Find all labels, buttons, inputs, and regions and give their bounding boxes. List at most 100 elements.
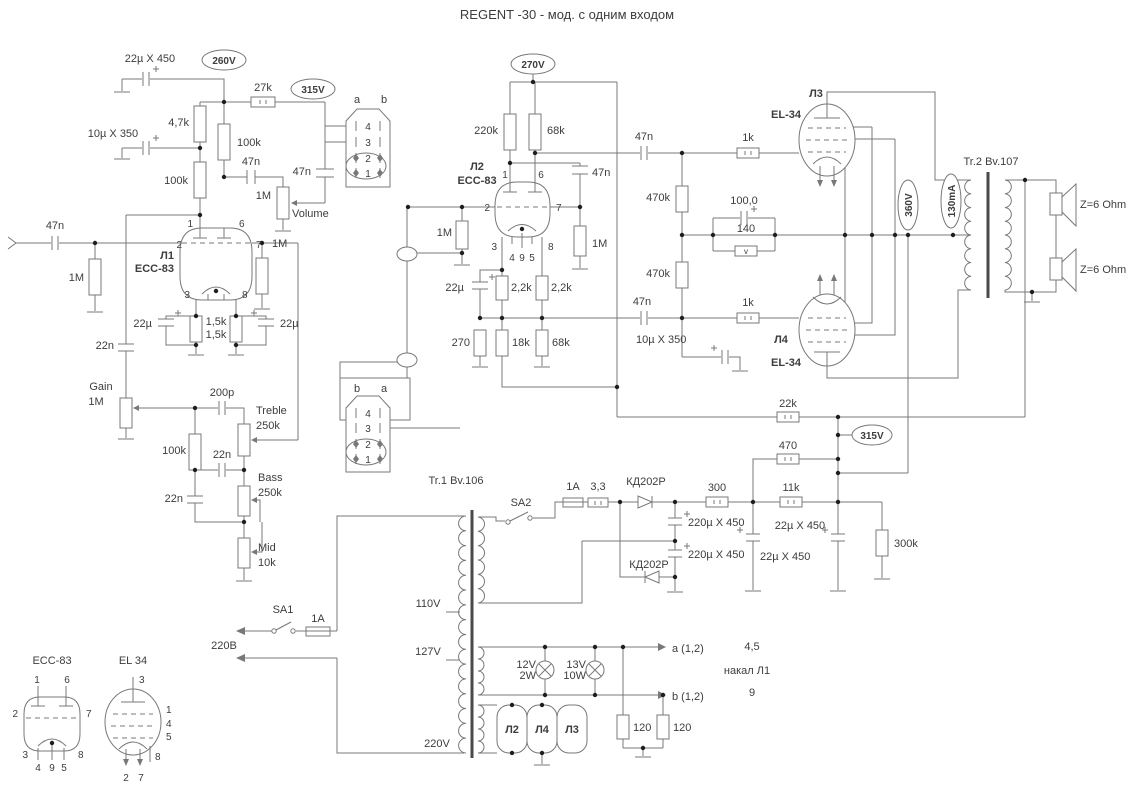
label-68k-b: 68k [552, 337, 570, 349]
cap-47n-coupling [246, 170, 256, 184]
label-conn1-b: b [381, 94, 387, 106]
label-po-el-5: 5 [166, 732, 172, 743]
label-po-el-7: 7 [138, 773, 144, 784]
label-100k-a: 100k [237, 137, 261, 149]
resistor-68k-b [535, 329, 549, 357]
cap-22n-feedback [118, 343, 134, 352]
arrows [7, 200, 666, 699]
label-po-ecc-5: 5 [61, 763, 67, 774]
label-po-ecc-2: 2 [12, 709, 18, 720]
label-l1-pin8: 8 [242, 290, 248, 301]
tr1-primary-coil [458, 515, 467, 754]
label-1m-l2grid: 1M [437, 227, 452, 239]
label-1k-b: 1k [742, 297, 754, 309]
cap-22u-cathode-right [258, 318, 274, 327]
connector-bottom [339, 377, 411, 473]
label-po-ecc-4: 4 [35, 763, 41, 774]
resistor-300k [875, 529, 889, 557]
pot-volume [276, 186, 290, 220]
tube-l4-el34 [798, 274, 856, 367]
label-22u-cath-l: 22µ [133, 318, 152, 330]
label-300: 300 [708, 482, 726, 494]
label-127v: 127V [415, 646, 441, 658]
resistor-68k-a [528, 113, 542, 151]
label-12v: 12V [516, 659, 536, 671]
label-270: 270 [452, 337, 470, 349]
resistor-120-a [616, 714, 630, 740]
label-47n-input: 47n [46, 220, 64, 232]
speaker-1 [1049, 182, 1077, 228]
cap-220u-2 [668, 549, 682, 558]
cap-10u350-bias [721, 350, 729, 364]
cap-22u450-left [142, 72, 150, 86]
label-l2-pin4: 4 [509, 253, 515, 264]
label-b12: b (1,2) [672, 691, 704, 703]
resistor-100k-b [193, 161, 207, 199]
junction-dots [92, 79, 1035, 756]
semiconductors [271, 495, 660, 680]
label-22u450-1: 22µ X 450 [760, 551, 810, 563]
resistor-1m-l2b [573, 225, 587, 257]
label-po-el-8: 8 [155, 752, 161, 763]
heater-loops [496, 704, 588, 754]
label-l3-type: EL-34 [771, 109, 802, 121]
label-z6-top: Z=6 Ohm [1080, 199, 1126, 211]
oval-315v-b [851, 424, 893, 446]
label-conn1-pin3: 3 [365, 138, 371, 149]
tube-l1-ecc83 [179, 227, 253, 301]
resistor-1m-input [88, 258, 102, 296]
lamp-13v [585, 660, 605, 680]
cap-22n-tone1 [218, 463, 226, 477]
label-l4-type: EL-34 [771, 357, 802, 369]
cap-22u450-2 [831, 533, 845, 542]
resistor-100k-a [217, 123, 231, 161]
label-200p: 200p [210, 387, 234, 399]
label-470k-b: 470k [646, 268, 670, 280]
pot-gain [119, 397, 133, 429]
text-labels: REGENT -30 - мод. с одним входом 22µ X 4… [12, 7, 1126, 784]
label-conn2-pin2: 2 [365, 440, 371, 451]
voltage-callouts [201, 49, 962, 446]
resistor-140 [734, 245, 758, 257]
label-l1-type: ECC-83 [135, 263, 174, 275]
label-1a-mains: 1A [311, 613, 325, 625]
mid-wiper-arrow [251, 549, 257, 555]
resistor-1m-l2grid [455, 220, 469, 250]
label-220b: 220В [211, 640, 237, 652]
switch-sa1 [271, 621, 296, 634]
label-47n-bottom: 47n [633, 296, 651, 308]
label-l1-pin6: 6 [239, 219, 245, 230]
label-treble: Treble [256, 405, 287, 417]
label-volume: Volume [292, 208, 329, 220]
label-300k: 300k [894, 538, 918, 550]
label-470: 470 [779, 440, 797, 452]
resistors [88, 96, 889, 740]
cap-47n-l2 [572, 165, 588, 175]
label-l2-pin7: 7 [556, 203, 562, 214]
label-18k: 18k [512, 337, 530, 349]
cap-47n-bottom [640, 311, 648, 325]
label-140-v: v [744, 247, 748, 256]
label-22u-cath-r: 22µ [280, 318, 299, 330]
oval-260v [201, 49, 247, 71]
label-9: 9 [749, 687, 755, 699]
label-47n-top: 47n [635, 131, 653, 143]
label-4-5: 4,5 [744, 641, 759, 653]
label-conn1-pin2: 2 [365, 154, 371, 165]
oval-315v-a [290, 78, 336, 100]
label-47n-riser: 47n [293, 166, 311, 178]
label-tr1: Tr.1 Bv.106 [428, 475, 483, 487]
label-pinout-ecc83: ECC-83 [32, 655, 71, 667]
resistor-120-b [656, 714, 670, 740]
treble-wiper-arrow [251, 437, 257, 443]
transformer-tr1 [458, 510, 485, 758]
label-220u-2: 220µ X 450 [688, 549, 745, 561]
tr2-primary-coil [964, 179, 972, 291]
label-l3: Л3 [809, 88, 823, 100]
speaker-2 [1049, 247, 1077, 293]
resistor-470k-b [675, 261, 689, 289]
tr1-hv-coil [477, 516, 485, 604]
resistor-270 [473, 329, 487, 357]
tr1-heater-coil-1 [477, 646, 485, 696]
label-a12: a (1,2) [672, 643, 704, 655]
